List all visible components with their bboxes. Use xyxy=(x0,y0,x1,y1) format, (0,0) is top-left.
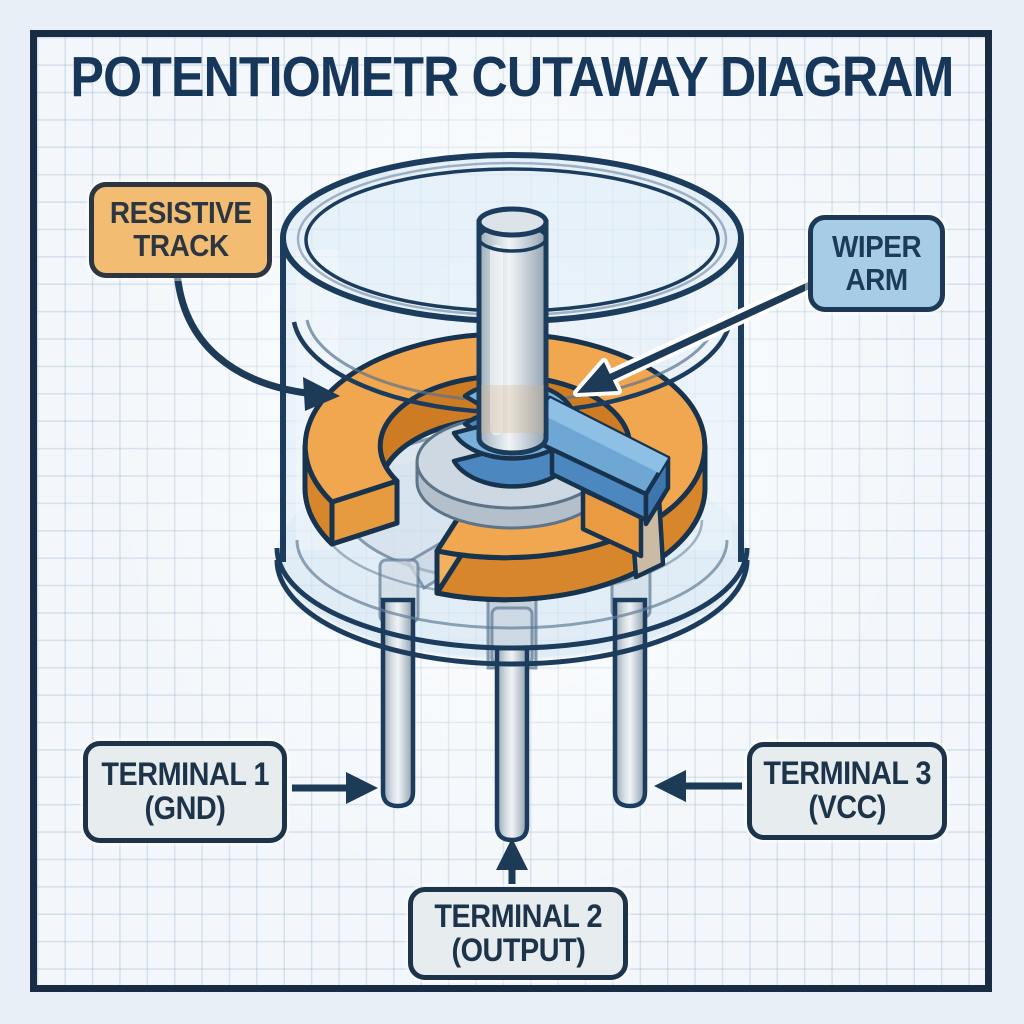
arrow-terminal-3 xyxy=(654,770,742,802)
label-terminal-3-line2: (VCC) xyxy=(808,789,886,825)
label-wiper-arm: WIPER ARM xyxy=(808,215,945,312)
label-wiper-arm-line1: WIPER xyxy=(831,228,922,264)
label-resistive-track-line1: RESISTIVE xyxy=(109,195,252,231)
housing-base xyxy=(274,238,750,667)
label-terminal-3-line1: TERMINAL 3 xyxy=(763,755,931,792)
shaft xyxy=(476,206,549,456)
label-terminal-1-line2: (GND) xyxy=(144,790,226,826)
label-resistive-track: RESISTIVE TRACK xyxy=(89,182,272,278)
terminal-pin-2 xyxy=(494,645,530,843)
label-terminal-2-line2: (OUTPUT) xyxy=(451,931,585,968)
annotation-arrows xyxy=(173,271,817,884)
label-terminal-1: TERMINAL 1 (GND) xyxy=(83,741,287,843)
label-terminal-2-line1: TERMINAL 2 xyxy=(434,897,602,934)
wiper-arm-ridge xyxy=(541,398,668,473)
label-terminal-1-line1: TERMINAL 1 xyxy=(101,756,269,793)
label-resistive-track-line2: TRACK xyxy=(132,228,229,263)
arrow-terminal-1 xyxy=(292,772,378,804)
label-terminal-3: TERMINAL 3 (VCC) xyxy=(747,742,947,840)
label-wiper-arm-line2: ARM xyxy=(845,261,908,297)
arrow-resistive-track xyxy=(173,271,340,411)
diagram-title: POTENTIOMETR CUTAWAY DIAGRAM xyxy=(70,45,955,109)
arrow-wiper-arm xyxy=(573,276,817,397)
arrow-terminal-2 xyxy=(496,838,528,884)
label-terminal-2: TERMINAL 2 (OUTPUT) xyxy=(408,887,628,980)
